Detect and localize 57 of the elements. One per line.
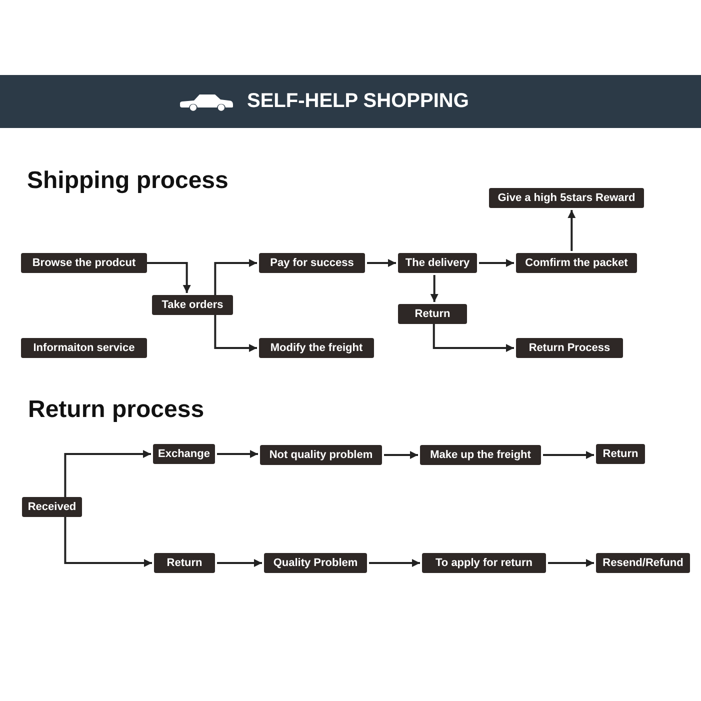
step-label: Return: [602, 448, 638, 460]
step-label: Comfirm the packet: [525, 256, 628, 270]
arrow: [147, 262, 191, 293]
process-box: [516, 338, 623, 358]
process-box: [398, 253, 477, 273]
step-label: Make up the freight: [430, 448, 531, 462]
process-box: [154, 553, 215, 573]
step-label: Pay for success: [270, 256, 354, 270]
process-box: [260, 445, 382, 465]
process-box: [153, 444, 215, 464]
arrow: [64, 517, 152, 567]
step-label: Informaiton service: [33, 342, 135, 354]
process-box: [21, 338, 147, 358]
step-label: Modify the freight: [270, 342, 363, 354]
process-box: [398, 304, 467, 324]
process-box: [22, 497, 82, 517]
process-box: [259, 253, 365, 273]
arrow: [479, 259, 514, 267]
arrow: [214, 315, 257, 352]
arrow: [548, 559, 594, 567]
step-label: Give a high 5stars Reward: [498, 192, 636, 204]
step-label: Quality Problem: [273, 556, 358, 570]
process-box: [516, 253, 637, 273]
process-box: [21, 253, 147, 273]
step-label: Return: [166, 556, 202, 570]
step-label: Return: [414, 308, 450, 320]
process-box: [264, 553, 367, 573]
process-box: [489, 188, 644, 208]
arrow: [369, 559, 420, 567]
step-label: Return Process: [528, 342, 610, 354]
process-box: [422, 553, 546, 573]
arrow: [543, 451, 594, 459]
process-box: [596, 444, 645, 464]
step-label: Resend/Refund: [602, 556, 684, 570]
arrow: [430, 275, 438, 302]
arrow: [432, 324, 514, 352]
arrow: [367, 259, 396, 267]
arrow: [217, 450, 258, 458]
step-label: Exchange: [158, 448, 210, 460]
step-label: Not quality problem: [269, 448, 373, 462]
arrow: [217, 559, 262, 567]
arrow: [568, 210, 576, 251]
process-box: [420, 445, 541, 465]
step-label: The delivery: [405, 256, 470, 270]
process-box: [259, 338, 374, 358]
arrow: [384, 451, 418, 459]
section-heading: Shipping process: [27, 167, 228, 195]
section-heading: Return process: [28, 396, 204, 424]
arrow: [214, 259, 257, 295]
step-label: Browse the prodcut: [32, 256, 136, 270]
arrow: [64, 450, 151, 497]
step-label: To apply for return: [436, 556, 532, 570]
step-label: Received: [28, 500, 76, 514]
process-box: [152, 295, 233, 315]
process-box: [596, 553, 690, 573]
header-title: SELF-HELP SHOPPING: [247, 89, 469, 113]
step-label: Take orders: [162, 298, 224, 312]
